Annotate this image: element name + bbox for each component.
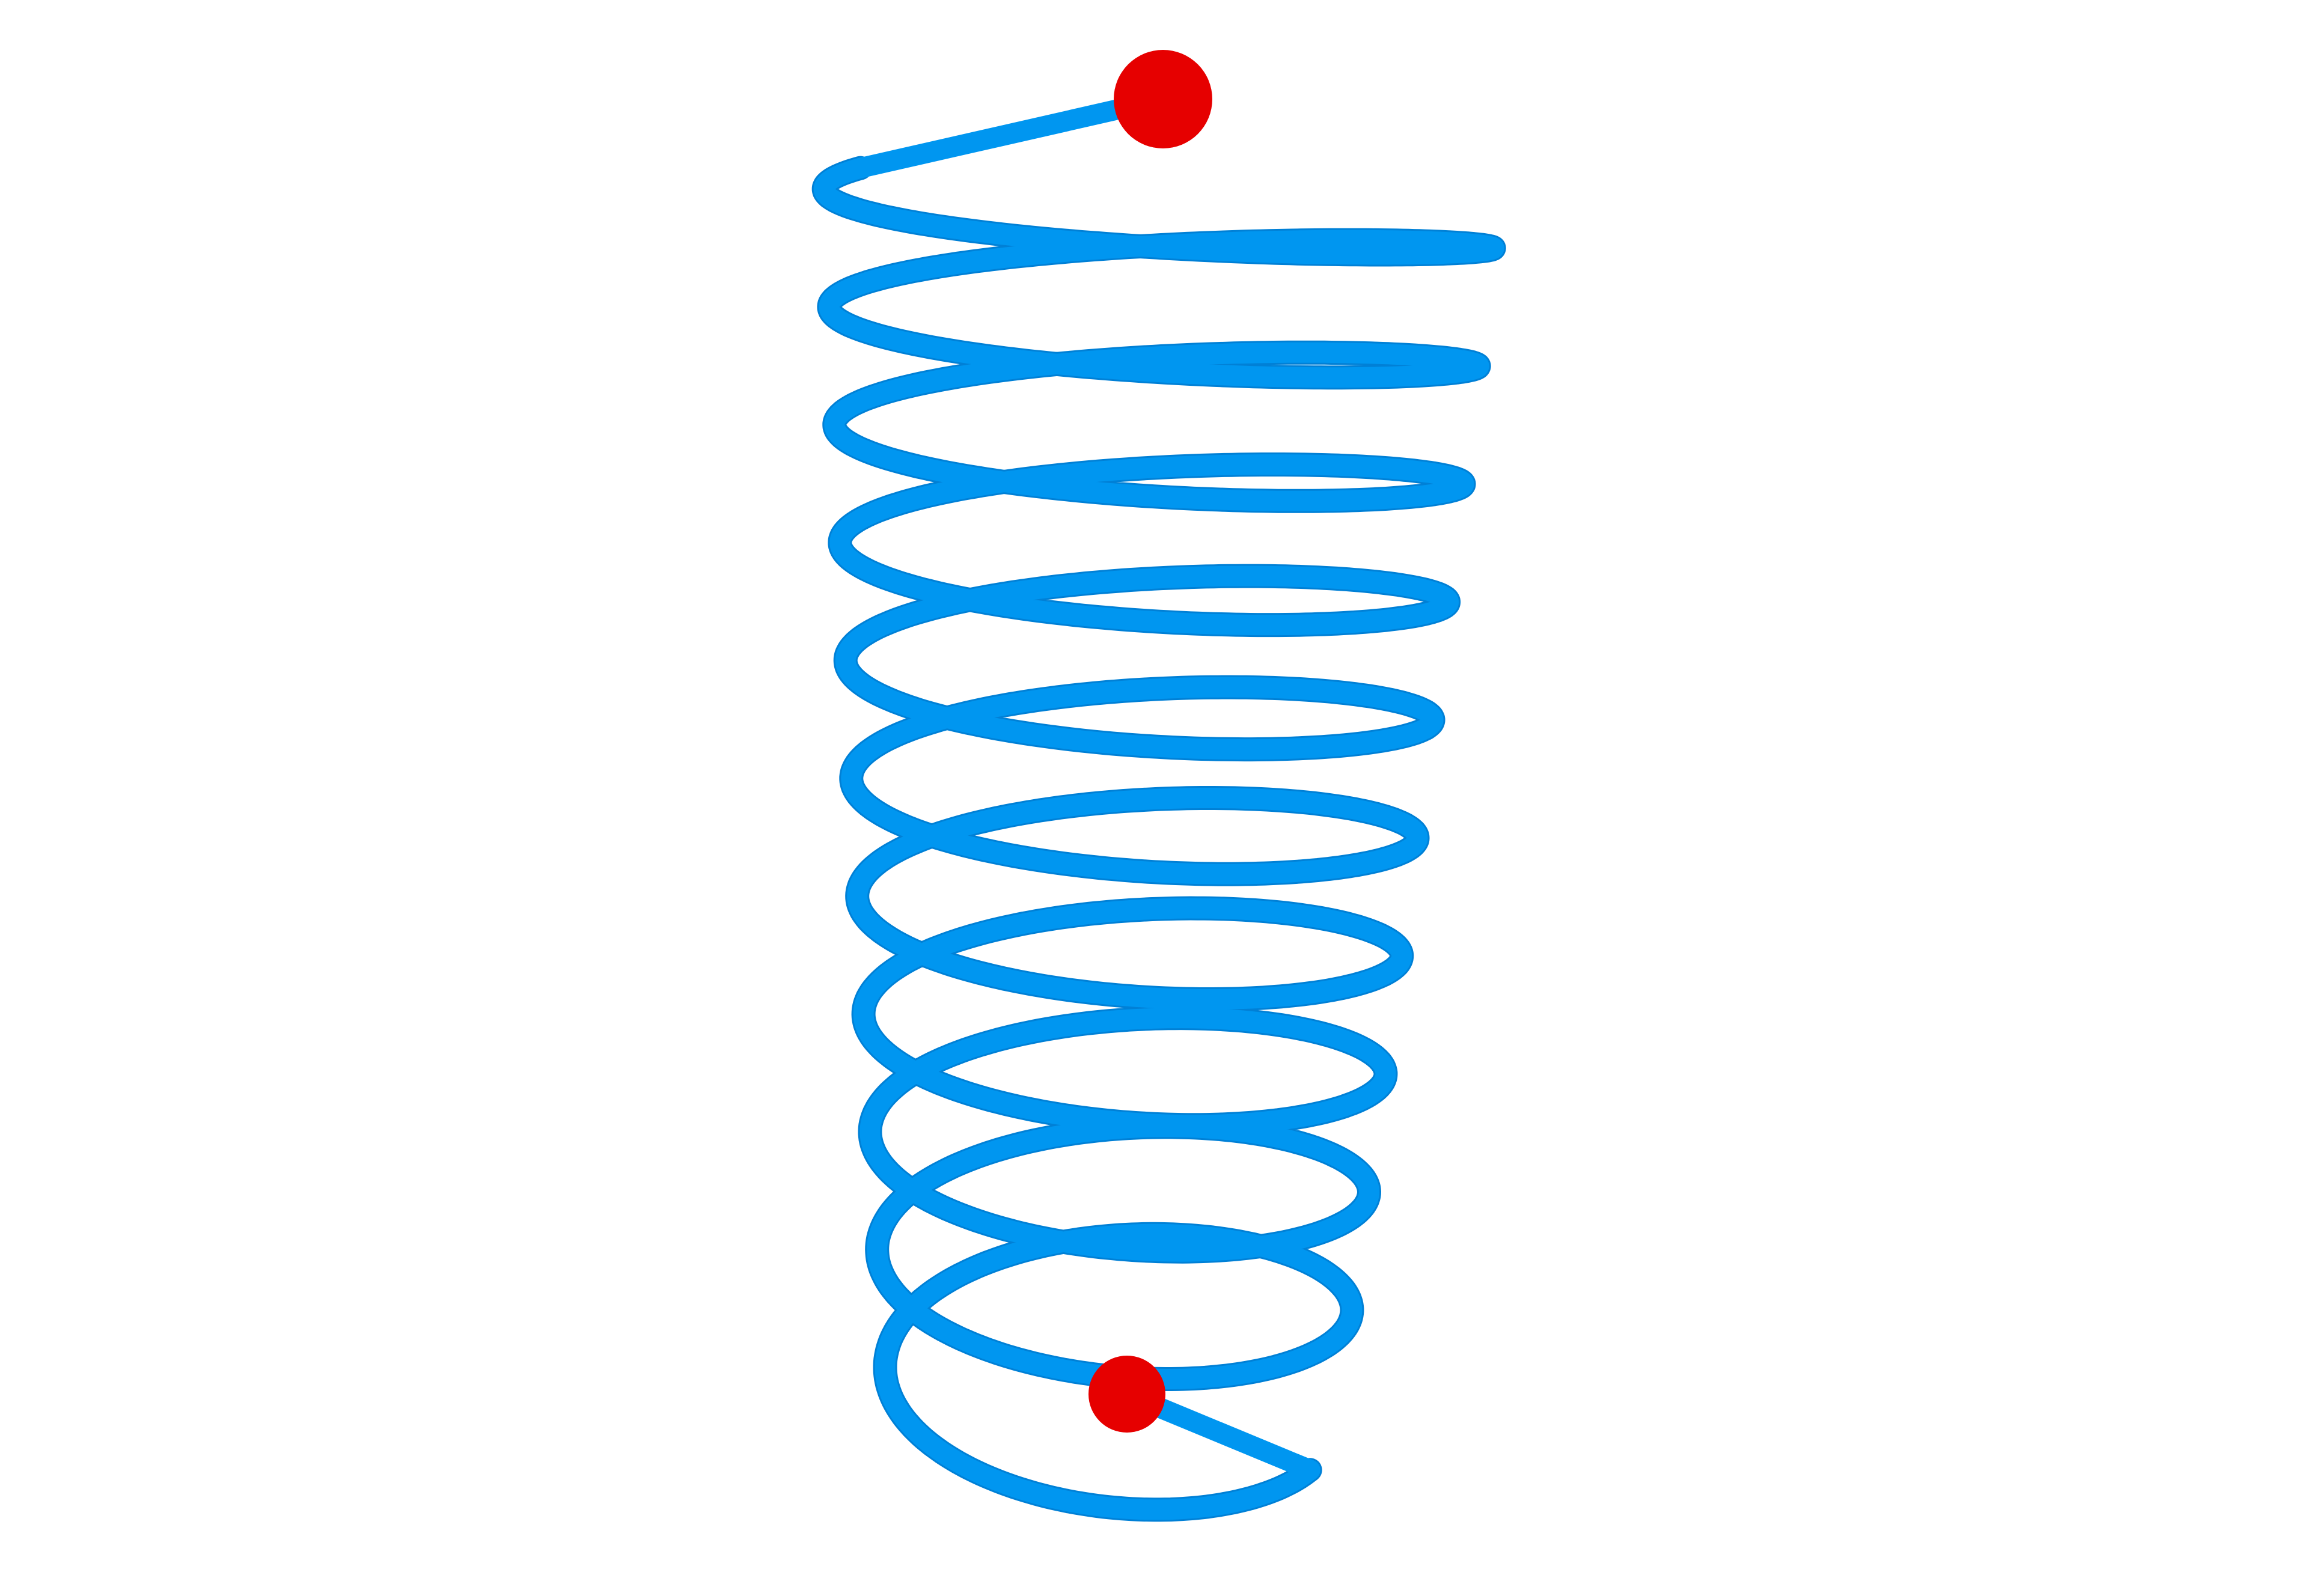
top-endpoint-marker [1114, 50, 1212, 148]
coil [811, 156, 1506, 1522]
endpoint-markers [1088, 50, 1212, 1433]
bottom-endpoint-marker [1088, 1356, 1165, 1433]
coil-wire [813, 157, 1504, 1520]
top-lead [850, 89, 1173, 178]
